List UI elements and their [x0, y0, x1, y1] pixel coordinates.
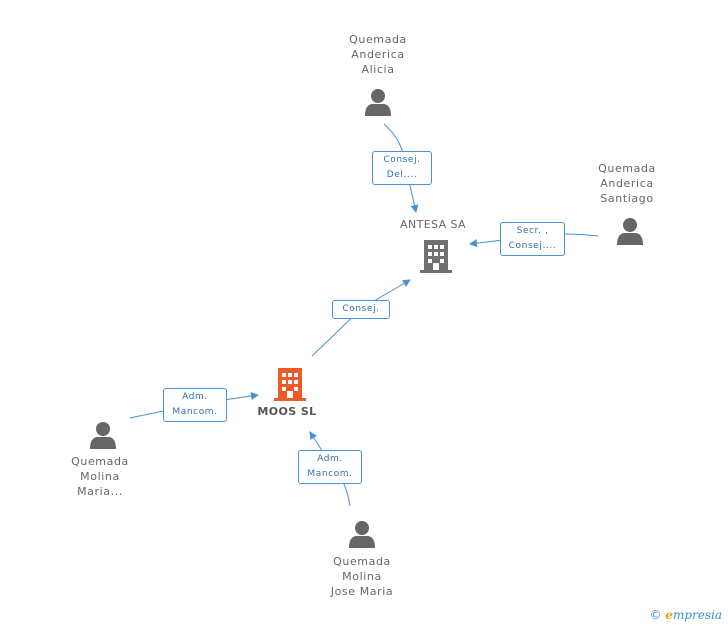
brand-initial: e	[665, 608, 673, 622]
company-name-moos[interactable]: MOOS SL	[257, 405, 317, 418]
brand-name: mpresia	[672, 608, 722, 622]
company-name-antesa[interactable]: ANTESA SA	[400, 218, 466, 231]
person-icon[interactable]	[365, 89, 391, 116]
person-icon[interactable]	[617, 218, 643, 245]
edge-label-santiago-antesa: Secr. , Consej....	[500, 222, 565, 256]
person-name-jose-maria[interactable]: Quemada Molina Jose Maria	[330, 555, 394, 598]
person-icon[interactable]	[349, 521, 375, 548]
copyright-icon: ©	[649, 608, 662, 622]
company-building-icon-moos[interactable]	[274, 368, 306, 401]
person-name-maria[interactable]: Quemada Molina Maria...	[71, 455, 129, 498]
company-building-icon-antesa[interactable]	[420, 240, 452, 273]
person-icon[interactable]	[90, 422, 116, 449]
edge-label-alicia-antesa: Consej. Del....	[372, 151, 432, 185]
person-name-alicia[interactable]: Quemada Anderica Alicia	[349, 33, 407, 76]
edge-label-jose-moos: Adm. Mancom.	[298, 450, 362, 484]
person-name-santiago[interactable]: Quemada Anderica Santiago	[598, 162, 656, 205]
edge-label-moos-antesa: Consej.	[332, 300, 390, 319]
edge-label-maria-moos: Adm. Mancom.	[163, 388, 227, 422]
empresia-logo: © empresia	[649, 608, 722, 622]
